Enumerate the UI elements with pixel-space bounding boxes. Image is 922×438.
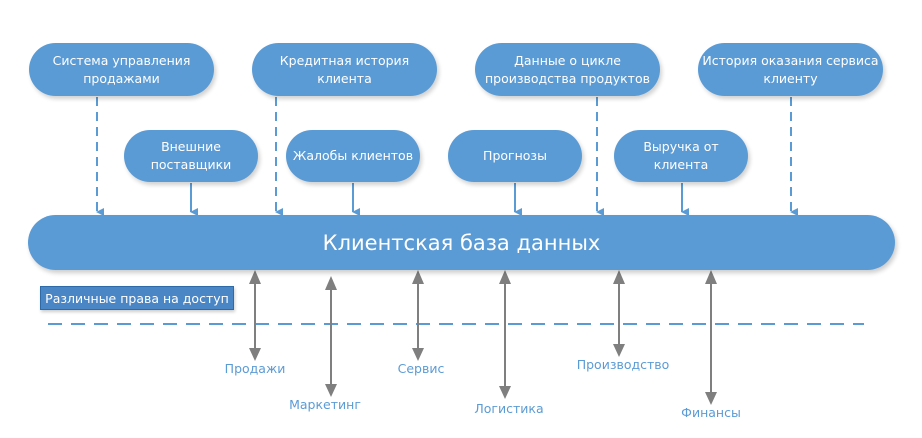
department-label-proizvodstvo: Производство — [576, 357, 670, 372]
department-label-finansy: Финансы — [681, 405, 741, 420]
arrow-marketing — [325, 276, 337, 397]
department-label-servis: Сервис — [397, 361, 445, 376]
arrow-finansy — [705, 270, 717, 405]
source-node-external-suppliers: Внешние поставщики — [124, 130, 258, 182]
source-node-sales-system: Система управления продажами — [29, 43, 214, 96]
arrow-servis — [412, 270, 424, 361]
arrow-prodazhi — [249, 270, 261, 361]
source-node-complaints: Жалобы клиентов — [286, 130, 420, 182]
source-node-service-history: История оказания сервиса клиенту — [698, 43, 883, 96]
department-label-prodazhi: Продажи — [224, 361, 286, 376]
department-label-logistika: Логистика — [474, 401, 544, 416]
arrow-proizvodstvo — [613, 270, 625, 357]
department-label-marketing: Маркетинг — [289, 397, 361, 412]
customer-database-node: Клиентская база данных — [28, 215, 895, 270]
source-node-credit-history: Кредитная история клиента — [252, 43, 437, 96]
source-node-product-lifecycle: Данные о цикле производства продуктов — [475, 43, 660, 96]
arrow-logistika — [499, 270, 511, 399]
source-node-revenue: Выручка от клиента — [614, 130, 748, 182]
source-node-forecasts: Прогнозы — [448, 130, 582, 182]
access-rights-label: Различные права на доступ — [40, 286, 234, 310]
